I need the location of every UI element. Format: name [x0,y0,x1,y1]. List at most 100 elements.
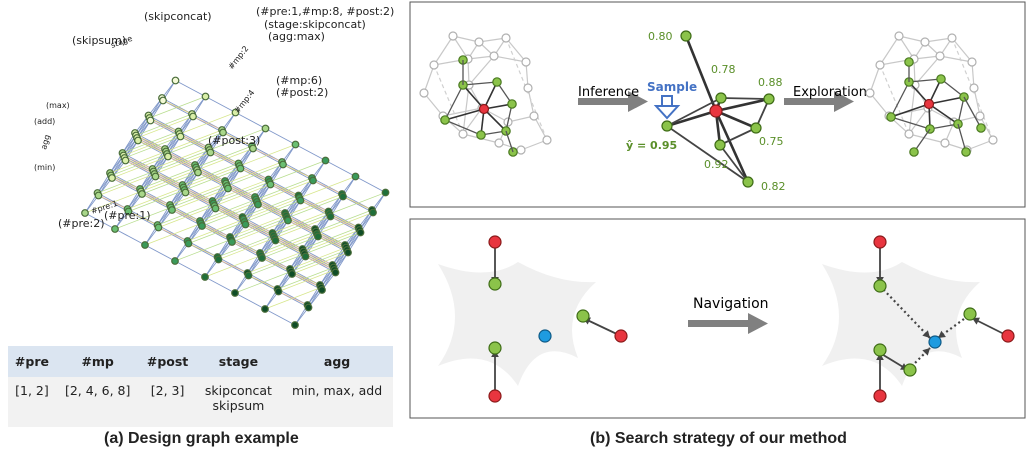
graph-node [474,37,484,47]
graph-node-blue [928,335,942,349]
graph-node [935,51,945,61]
highlight-edge [462,84,485,110]
label-agg: agg [39,134,52,151]
graph-edge [423,92,444,117]
design-node [168,206,176,214]
design-node [171,257,179,265]
design-node [94,191,103,200]
graph-edge [908,107,929,135]
design-node [284,216,292,225]
design-node [339,192,347,201]
edge-arrowhead [922,348,930,356]
lattice-edge [265,128,296,145]
design-node [111,225,119,233]
design-node [108,174,116,182]
graph-node [940,138,950,148]
design-node [121,156,130,165]
graph-edge [433,35,454,66]
design-node [309,176,317,185]
graph-node-red [478,103,490,115]
design-node [198,222,206,230]
graph-edge [869,92,890,117]
graph-node [975,111,985,121]
label-pre2: (#pre:2) [58,217,105,230]
graph-node-green [507,99,517,109]
highlight-edge [928,103,959,125]
design-node [381,188,390,197]
graph-node-green [488,341,502,355]
design-node [321,156,330,165]
lattice-edge [174,260,206,278]
design-node [291,321,299,329]
graph-edge [939,55,973,63]
design-node [258,254,266,262]
design-node [266,180,275,189]
table-row: [1, 2] [2, 4, 6, 8] [2, 3] skipconcat sk… [8,377,393,427]
design-node [279,160,287,169]
graph-dashed-edge [879,64,910,135]
graph-node-green [909,147,919,157]
design-graph [81,76,390,329]
design-node [351,172,360,181]
graph-node [920,37,930,47]
graph-edge [423,64,435,94]
exploration-arrow [784,91,854,112]
graph-edge [869,64,881,94]
design-node [201,92,210,101]
label-add: (add) [34,117,55,126]
design-node [344,248,352,257]
highlight-edge [890,81,910,118]
highlight-edge [890,116,931,130]
predicted-edge [684,35,718,112]
design-node [261,124,270,133]
design-node [271,236,280,245]
table-header-mp: #mp [55,346,140,377]
graph-node [494,138,504,148]
table-header-pre: #pre [8,346,56,377]
graph-dashed-edge [433,64,464,135]
graph-node-red [488,389,502,403]
predicted-edge [666,97,722,127]
graph-node [529,111,539,121]
design-node [189,112,197,121]
graph-edge [505,37,527,63]
highlight-edge [890,103,930,118]
design-node [369,208,377,217]
design-node [181,188,190,197]
edge-arrowhead [938,330,946,338]
graph-node [429,60,439,70]
design-node [151,172,160,181]
graph-node-green [763,93,775,105]
table-header-stage: stage [195,346,282,377]
graph-edge [520,139,548,151]
lattice-edge [264,308,296,326]
graph-node-green [488,277,502,291]
lattice-edge [234,292,266,310]
label-mp6-2: (#post:2) [276,86,328,99]
graph-node-red [488,235,502,249]
design-node [159,96,167,105]
navigation-diagram [438,235,1015,403]
graph-node-green [715,92,727,104]
design-node [206,148,215,157]
graph-node [904,129,914,139]
highlight-edge [462,81,498,86]
score-label: 0.80 [648,30,673,43]
graph-node [988,135,998,145]
design-node [224,184,232,193]
graph-edge [927,107,955,123]
predicted-graph [661,30,775,188]
design-node [228,238,236,246]
design-node [219,128,227,137]
lattice-edge [188,243,218,258]
design-node [194,168,202,177]
design-node [214,255,223,264]
explored-graph [865,31,998,157]
label-top-right-2: (stage:skipconcat) [264,18,366,31]
design-node [236,164,245,173]
table-cell-pre: [1, 2] [8,377,56,427]
graph-node-green [714,139,726,151]
graph-node-green [963,307,977,321]
graph-dashed-edge [505,37,548,141]
graph-node [969,83,979,93]
